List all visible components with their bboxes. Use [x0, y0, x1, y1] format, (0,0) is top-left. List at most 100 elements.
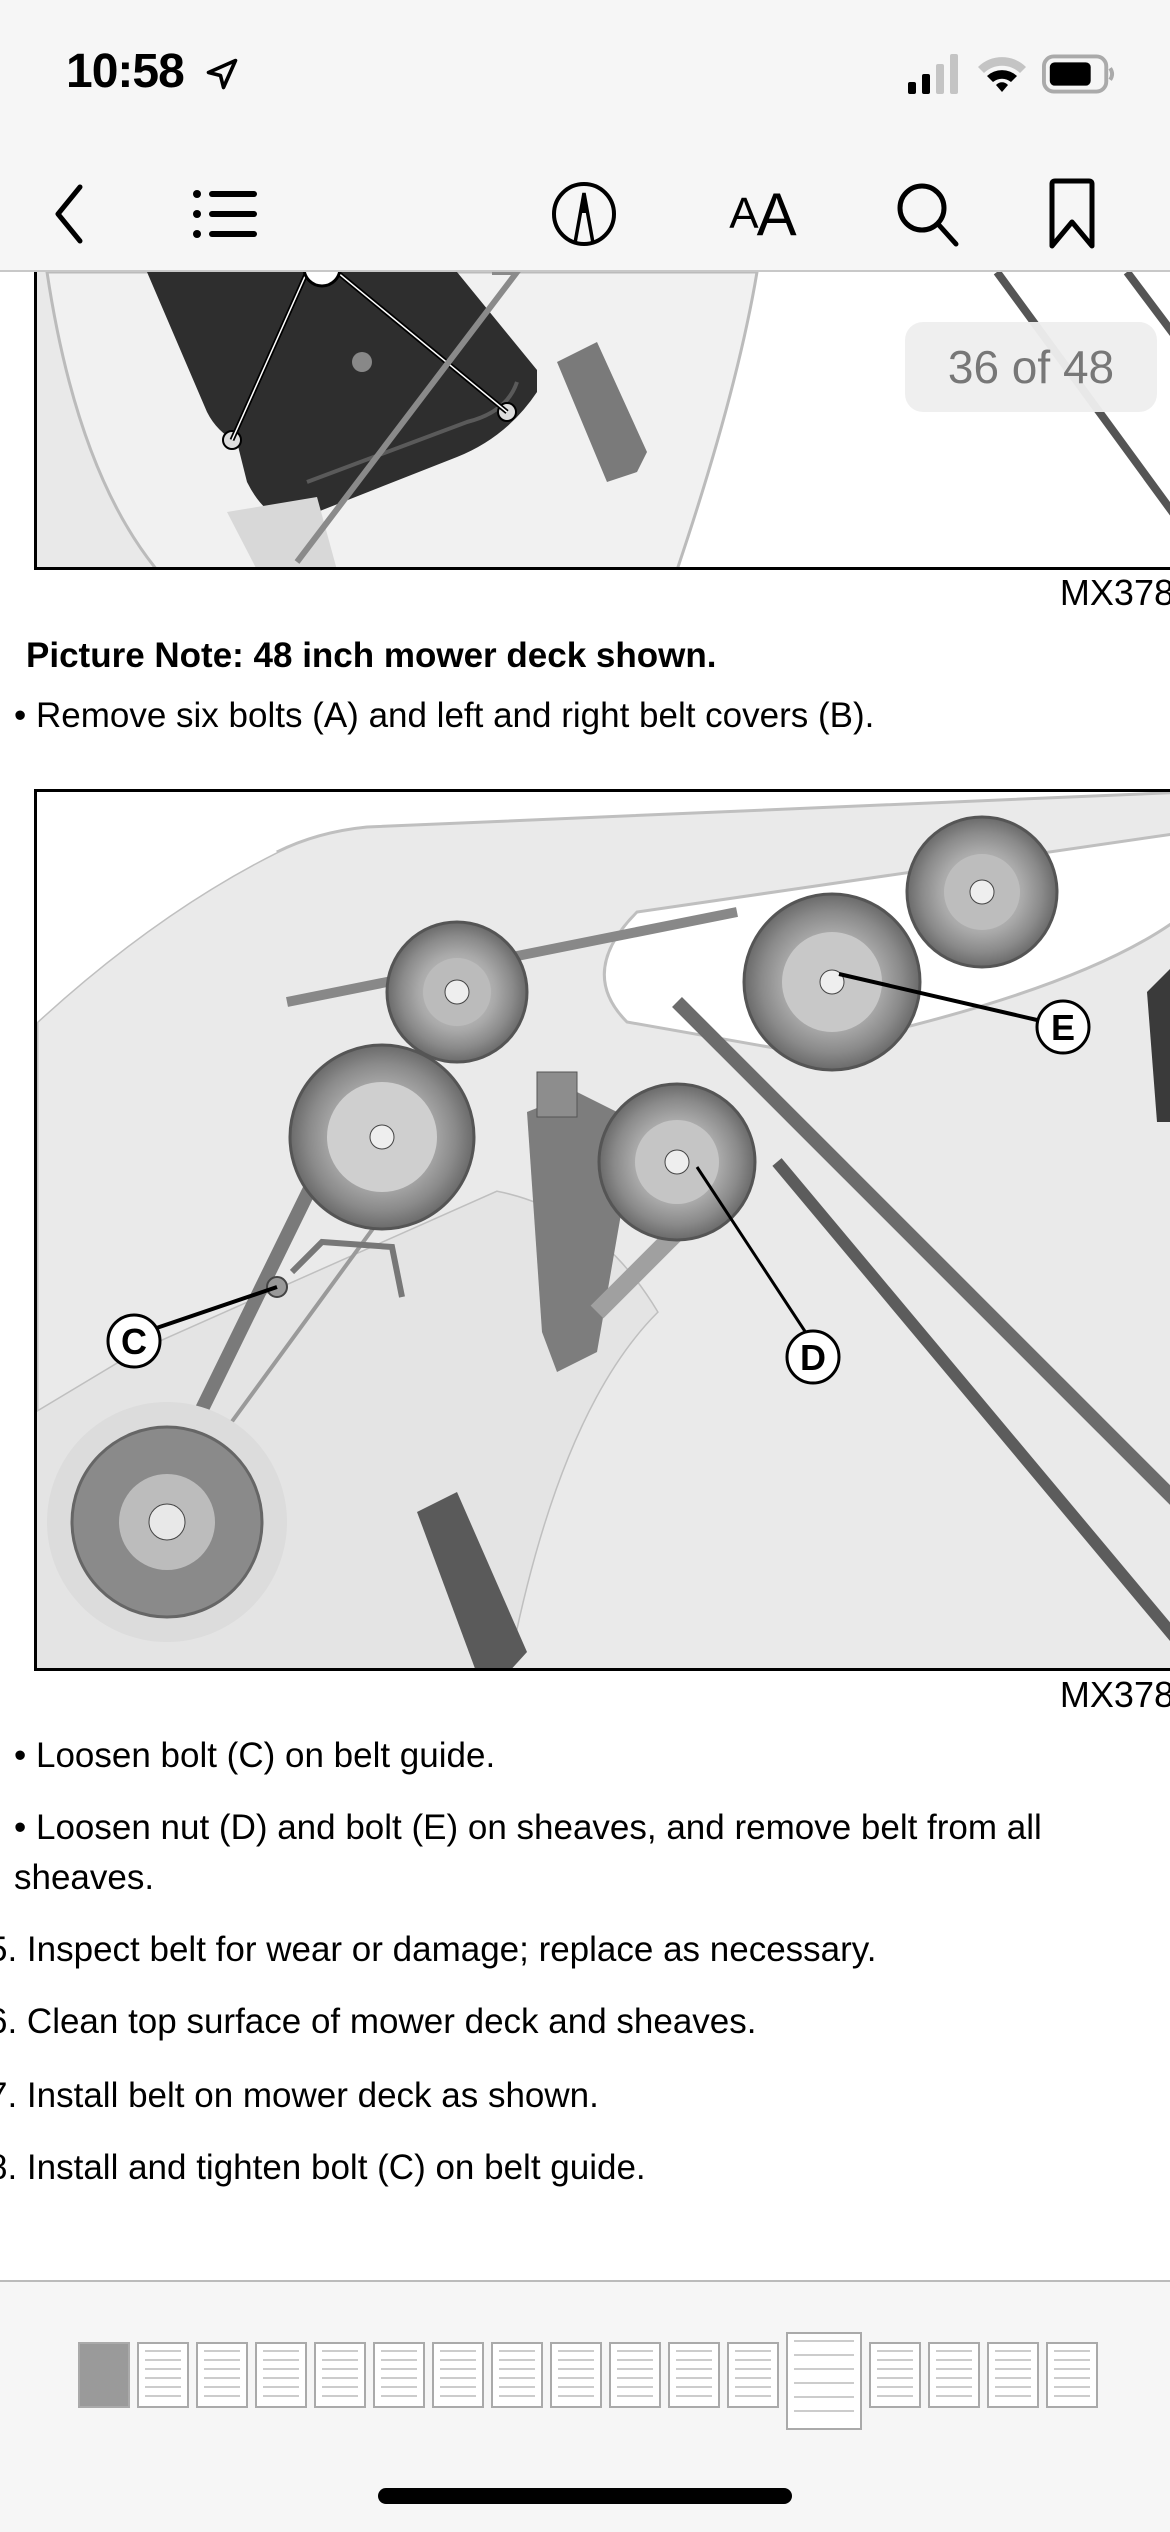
thumbnail-text-line [794, 2340, 854, 2342]
search-button[interactable] [892, 174, 964, 254]
thumbnail-text-line [499, 2350, 535, 2352]
markup-button[interactable] [548, 174, 620, 254]
page-thumbnail[interactable] [869, 2342, 921, 2408]
location-arrow-icon [206, 58, 238, 90]
thumbnail-text-line [204, 2395, 240, 2397]
figure-2-label: MX378 [1059, 1674, 1170, 1715]
wifi-icon [978, 57, 1026, 92]
thumbnail-text-line [204, 2386, 240, 2388]
step-8: 8. Install and tighten bolt (C) on belt … [0, 2148, 646, 2187]
bookmark-icon [1049, 178, 1095, 249]
thumbnail-text-line [936, 2350, 972, 2352]
thumbnail-text-line [381, 2395, 417, 2397]
thumbnail-text-line [936, 2368, 972, 2370]
thumbnail-text-line [1054, 2386, 1090, 2388]
chevron-left-icon [55, 184, 83, 244]
thumbnail-text-line [1054, 2395, 1090, 2397]
picture-note: Picture Note: 48 inch mower deck shown. [26, 636, 717, 675]
thumbnail-text-line [204, 2368, 240, 2370]
thumbnail-text-line [145, 2386, 181, 2388]
page-thumbnail-selected[interactable] [786, 2332, 862, 2430]
bullet-loosen-bolt-c: • Loosen bolt (C) on belt guide. [14, 1736, 496, 1775]
page-thumbnail[interactable] [196, 2342, 248, 2408]
thumbnail-text-line [735, 2359, 771, 2361]
text-size-large-a: A [756, 180, 797, 248]
page-thumbnail[interactable] [432, 2342, 484, 2408]
page-thumbnail[interactable] [668, 2342, 720, 2408]
battery-icon [1042, 54, 1115, 94]
thumbnail-text-line [877, 2368, 913, 2370]
page-thumbnail[interactable] [1046, 2342, 1098, 2408]
thumbnail-text-line [440, 2377, 476, 2379]
page-thumbnail[interactable] [727, 2342, 779, 2408]
svg-text:D: D [800, 1337, 826, 1378]
page-thumbnail[interactable] [137, 2342, 189, 2408]
thumbnail-text-line [794, 2382, 854, 2384]
page-thumbnail[interactable] [928, 2342, 980, 2408]
thumbnail-text-line [145, 2359, 181, 2361]
thumbnail-text-line [499, 2377, 535, 2379]
thumbnail-text-line [995, 2350, 1031, 2352]
thumbnail-text-line [936, 2359, 972, 2361]
mower-deck-belt-illustration: C D E [37, 792, 1170, 1668]
pencil-circle-icon [552, 182, 616, 246]
list-icon [193, 190, 257, 238]
thumbnail-text-line [499, 2386, 535, 2388]
page-thumbnail[interactable] [491, 2342, 543, 2408]
thumbnail-text-line [322, 2386, 358, 2388]
figure-belt-routing: C D E [34, 789, 1170, 1671]
thumbnail-text-line [936, 2386, 972, 2388]
page-thumbnail[interactable] [78, 2342, 130, 2408]
thumbnail-text-line [558, 2359, 594, 2361]
thumbnail-text-line [381, 2359, 417, 2361]
bookmark-button[interactable] [1040, 174, 1104, 254]
thumbnail-text-line [499, 2359, 535, 2361]
thumbnail-text-line [995, 2377, 1031, 2379]
step-6: 6. Clean top surface of mower deck and s… [0, 2002, 757, 2041]
thumbnail-list [78, 2332, 1098, 2430]
thumbnail-text-line [995, 2368, 1031, 2370]
page-thumbnail[interactable] [550, 2342, 602, 2408]
thumbnail-text-line [381, 2368, 417, 2370]
page-thumbnail[interactable] [314, 2342, 366, 2408]
home-indicator[interactable] [378, 2488, 792, 2504]
thumbnail-text-line [440, 2350, 476, 2352]
figure-1-label: MX378 [1059, 572, 1170, 613]
callout-e: E [1035, 999, 1091, 1055]
thumbnail-text-line [794, 2396, 854, 2398]
page-thumbnail[interactable] [987, 2342, 1039, 2408]
svg-text:E: E [1051, 1007, 1075, 1048]
thumbnail-text-line [995, 2386, 1031, 2388]
thumbnail-text-line [735, 2350, 771, 2352]
thumbnail-text-line [877, 2350, 913, 2352]
back-button[interactable] [38, 174, 98, 254]
document-page[interactable]: 36 of 48 MX378 Picture Note: 48 inch mow… [0, 272, 1170, 2280]
thumbnail-text-line [1054, 2350, 1090, 2352]
thumbnail-text-line [204, 2350, 240, 2352]
table-of-contents-button[interactable] [186, 174, 266, 254]
bullet-remove-bolts: • Remove six bolts (A) and left and righ… [14, 696, 875, 735]
thumbnail-text-line [440, 2368, 476, 2370]
thumbnail-text-line [145, 2350, 181, 2352]
cellular-signal-icon [908, 54, 958, 94]
step-5: 5. Inspect belt for wear or damage; repl… [0, 1930, 877, 1969]
thumbnail-text-line [735, 2377, 771, 2379]
thumbnail-text-line [735, 2386, 771, 2388]
thumbnail-text-line [617, 2386, 653, 2388]
thumbnail-text-line [617, 2377, 653, 2379]
page-thumbnail[interactable] [373, 2342, 425, 2408]
thumbnail-text-line [263, 2350, 299, 2352]
thumbnail-text-line [499, 2368, 535, 2370]
bullet-loosen-nut-d-line2: sheaves. [14, 1858, 155, 1897]
mower-deck-cover-illustration [37, 272, 1170, 567]
callout-c: C [106, 1313, 162, 1369]
bullet-loosen-nut-d-line1: • Loosen nut (D) and bolt (E) on sheaves… [14, 1808, 1042, 1847]
text-size-small-a: A [729, 189, 758, 238]
page-thumbnail[interactable] [609, 2342, 661, 2408]
thumbnail-text-line [617, 2350, 653, 2352]
thumbnail-text-line [381, 2350, 417, 2352]
thumbnail-text-line [263, 2395, 299, 2397]
page-thumbnail[interactable] [255, 2342, 307, 2408]
